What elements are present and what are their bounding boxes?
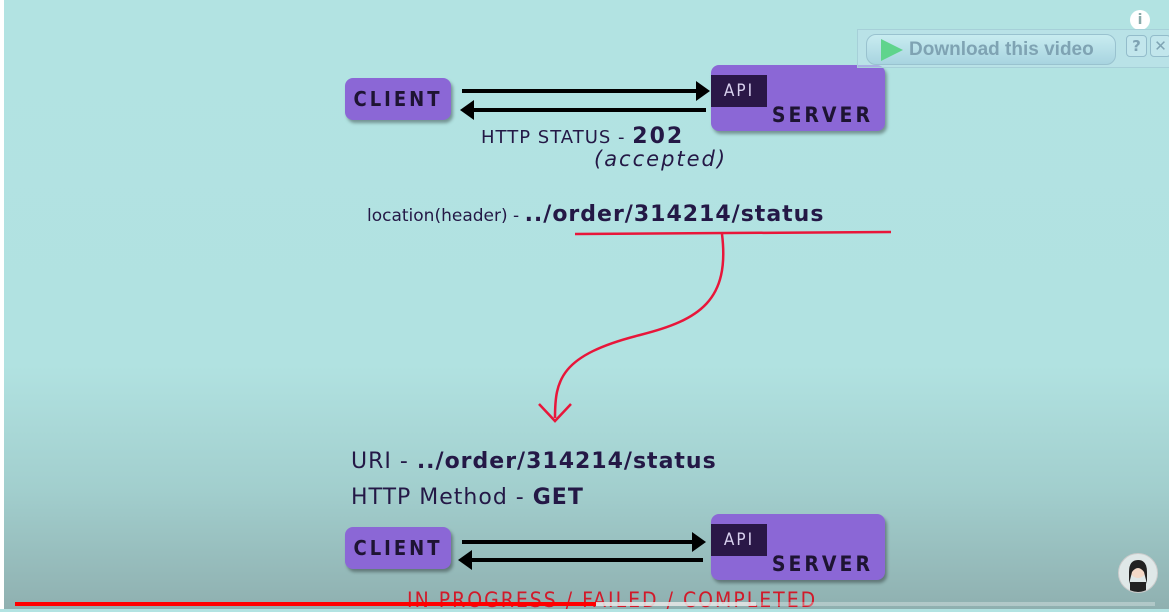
status-code: 202 <box>632 124 685 149</box>
response-arrow-top <box>460 100 706 120</box>
download-label: Download this video <box>909 38 1094 60</box>
http-status: HTTP STATUS - 202 <box>481 124 685 149</box>
uri-value: ../order/314214/status <box>416 449 717 474</box>
uri-line: URI - ../order/314214/status <box>351 449 717 474</box>
client-label: CLIENT <box>353 536 443 560</box>
info-icon[interactable]: i <box>1130 10 1150 30</box>
method-line: HTTP Method - GET <box>351 485 584 510</box>
result-states: IN PROGRESS / FAILED / COMPLETED <box>407 588 818 612</box>
server-label: SERVER <box>771 103 873 127</box>
client-box-top: CLIENT <box>345 78 451 120</box>
request-arrow-bottom <box>462 532 706 552</box>
request-arrow-top <box>462 81 710 101</box>
close-button[interactable]: ✕ <box>1150 35 1169 57</box>
api-label: API <box>711 524 767 556</box>
client-box-bottom: CLIENT <box>345 527 451 569</box>
download-video-button[interactable]: Download this video <box>866 34 1116 65</box>
frame-edge <box>0 0 4 609</box>
status-text: (accepted) <box>594 147 728 171</box>
download-overlay: Download this video ? ✕ <box>857 29 1169 68</box>
channel-avatar[interactable] <box>1118 553 1158 593</box>
play-icon <box>881 38 903 61</box>
server-label: SERVER <box>771 552 873 576</box>
location-header: location(header) - ../order/314214/statu… <box>367 202 825 227</box>
server-box-top: API SERVER <box>711 65 885 131</box>
location-value: ../order/314214/status <box>524 202 825 227</box>
arrow-head <box>538 403 572 423</box>
avatar-icon <box>1129 560 1147 592</box>
video-progress-bar[interactable] <box>15 602 1155 606</box>
client-label: CLIENT <box>353 87 443 111</box>
curved-arrow <box>553 233 725 419</box>
underline <box>574 230 892 236</box>
api-label: API <box>711 75 767 107</box>
help-button[interactable]: ? <box>1126 35 1147 57</box>
method-value: GET <box>532 485 584 510</box>
played-bar <box>15 602 597 606</box>
response-arrow-bottom <box>458 550 703 570</box>
server-box-bottom: API SERVER <box>711 514 885 580</box>
